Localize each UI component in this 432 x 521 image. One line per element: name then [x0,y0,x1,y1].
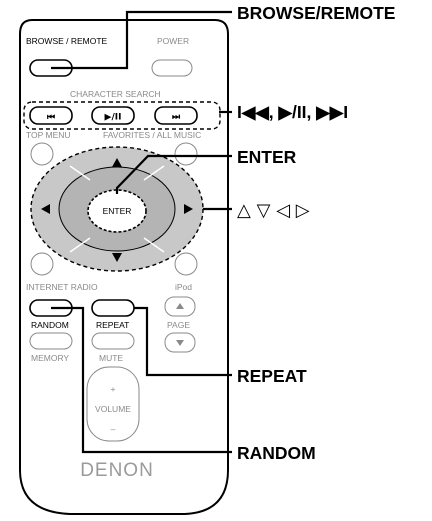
page-up-icon [176,303,184,309]
leader-browse-remote [51,10,232,70]
mute-button[interactable] [91,332,135,350]
random-label: RANDOM [31,320,69,330]
left-arrow-icon[interactable] [41,204,50,214]
favorites-all-music-label: FAVORITES / ALL MUSIC [103,130,201,140]
leader-enter [115,154,232,194]
transport-highlight [23,101,221,130]
callout-enter: ENTER [237,147,297,167]
volume-plus-icon: + [111,384,116,394]
internet-radio-button[interactable] [30,252,54,276]
callout-browse-remote: BROWSE/REMOTE [237,3,395,23]
brand-logo: DENON [80,460,154,481]
mute-label: MUTE [99,353,123,363]
browse-remote-label: BROWSE / REMOTE [26,36,108,46]
callout-repeat: REPEAT [237,366,307,386]
right-arrow-icon[interactable] [184,204,193,214]
top-menu-label: TOP MENU [26,130,71,140]
next-track-button[interactable] [154,106,198,125]
up-arrow-icon[interactable] [112,158,122,167]
repeat-button[interactable] [91,299,135,317]
page-label: PAGE [167,320,190,330]
down-arrow-icon[interactable] [112,253,122,262]
leader-random [51,306,232,454]
play-pause-button[interactable] [91,106,135,125]
callout-cursor: △ ▽ ◁ ▷ [237,200,310,221]
memory-button[interactable] [29,332,73,350]
character-search-label: CHARACTER SEARCH [70,89,161,99]
volume-minus-icon: – [111,424,116,434]
callout-transport: I◀◀, ▶/II, ▶▶I [237,102,348,122]
power-button[interactable] [151,59,193,77]
ipod-label: iPod [175,282,192,292]
enter-button[interactable] [87,189,147,233]
ipod-button[interactable] [174,252,198,276]
leader-repeat [134,306,232,377]
play-pause-icon: ▶/II [105,113,122,123]
repeat-label: REPEAT [96,320,129,330]
volume-rocker[interactable] [86,366,140,442]
internet-radio-label: INTERNET RADIO [26,282,98,292]
prev-track-button[interactable] [29,106,73,125]
enter-label: ENTER [103,206,132,216]
volume-label: VOLUME [95,404,131,414]
top-menu-button[interactable] [30,142,54,166]
callout-random: RANDOM [237,443,316,463]
next-track-icon: ⏭ [172,113,181,123]
power-label: POWER [157,36,189,46]
page-down-icon [176,340,184,346]
prev-track-icon: ⏮ [47,113,55,123]
memory-label: MEMORY [31,353,69,363]
favorites-button[interactable] [174,142,198,166]
